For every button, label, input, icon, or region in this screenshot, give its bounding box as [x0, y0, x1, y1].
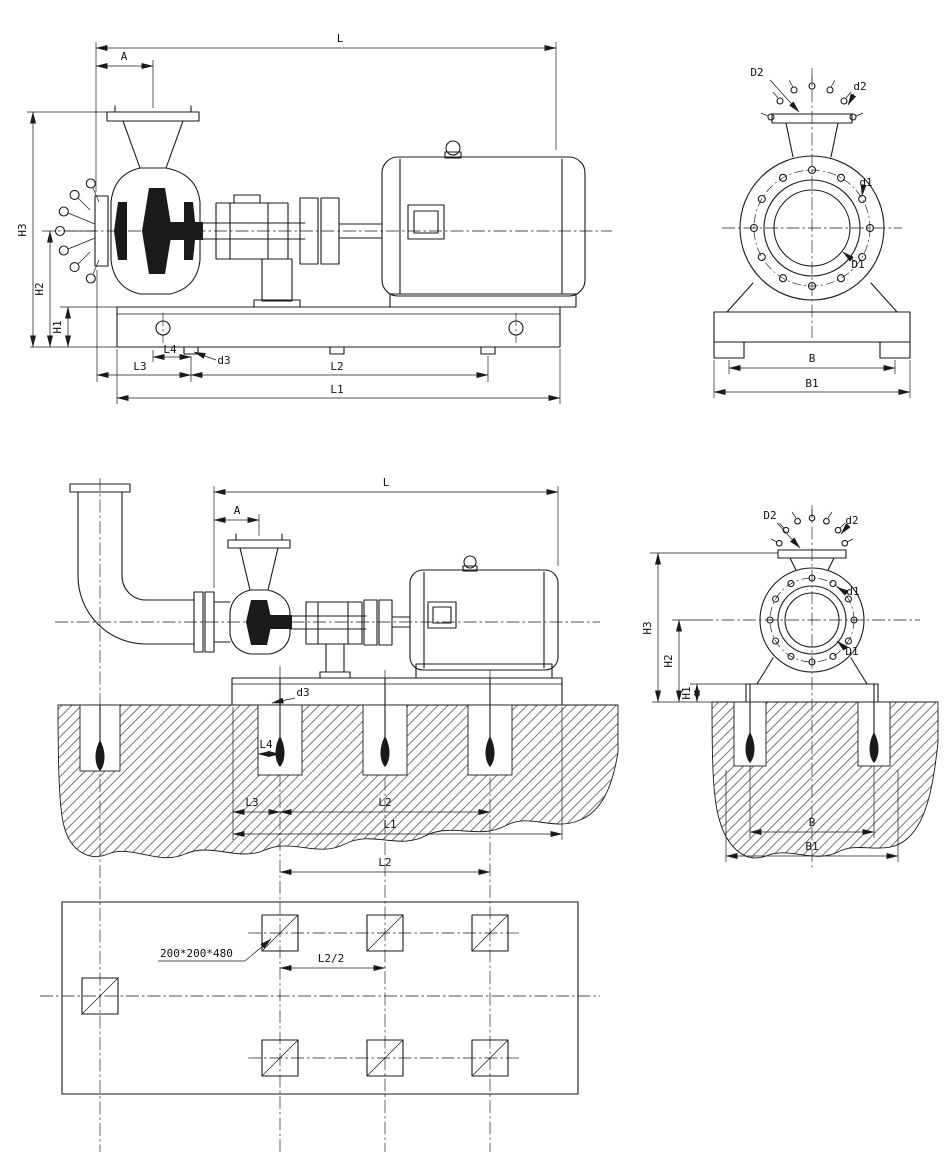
- suction-bore: [784, 592, 840, 648]
- dimensions-installation-side: L A d3 L4 L3 L2 L1: [213, 476, 563, 840]
- dimensions-plan: L2 L2/2 200*200*480: [158, 856, 491, 971]
- dim-label-L2: L2: [330, 360, 343, 373]
- anchor-lug: [480, 346, 496, 355]
- dim-label-L3: L3: [133, 360, 146, 373]
- dim-label-L2: L2: [378, 796, 391, 809]
- coupling-half: [363, 599, 378, 646]
- pocket-size-label: 200*200*480: [160, 947, 233, 960]
- motor-side: [381, 140, 586, 308]
- discharge-flange: [106, 111, 200, 122]
- foundation-end-section: [711, 683, 939, 859]
- view-foundation-plan: L2 L2/2 200*200*480: [40, 856, 600, 1095]
- bolt-pocket-plan: [81, 914, 509, 1077]
- view-pump-side-elevation: L A H1 H2 H3 L4 d3 L3 L2 L1: [16, 32, 612, 404]
- anchor-bolt: [485, 677, 495, 767]
- impeller-section: [142, 188, 172, 274]
- anchor-lug: [329, 346, 345, 355]
- suction-pipe-elbow: [69, 483, 215, 653]
- casing-outline: [739, 155, 885, 301]
- foundation-outline: [61, 901, 579, 1095]
- terminal-box: [427, 601, 457, 629]
- dim-label-L3: L3: [245, 796, 258, 809]
- dim-label-D1: D1: [845, 645, 858, 658]
- anchor-bolt: [95, 704, 105, 771]
- motor-side: [409, 555, 559, 679]
- casing-outline: [759, 567, 865, 673]
- dim-label-d1: d1: [846, 585, 859, 598]
- dim-label-B1: B1: [805, 840, 818, 853]
- dim-label-L: L: [383, 476, 390, 489]
- baseplate-side: [116, 306, 561, 355]
- dim-label-H2: H2: [662, 654, 675, 667]
- anchor-bolt: [380, 677, 390, 767]
- bolt-circle: [753, 169, 871, 287]
- dim-label-L4: L4: [163, 343, 177, 356]
- suction-bore: [773, 189, 851, 267]
- motor-body: [409, 569, 559, 671]
- lifting-eye: [463, 555, 477, 569]
- dim-label-H3: H3: [641, 621, 654, 634]
- dimensions-installation-end: H3 H2 H1 B B1: [641, 552, 899, 862]
- pipe-flange: [69, 483, 131, 493]
- discharge-flange: [777, 549, 847, 559]
- dim-label-d1: d1: [859, 176, 872, 189]
- dim-label-D2: D2: [750, 66, 763, 79]
- bolt-circle: [769, 577, 855, 663]
- motor-body: [381, 156, 586, 297]
- pump-side: [213, 533, 411, 679]
- view-pump-end-elevation: D2 d2 d1 D1 B B1: [713, 66, 911, 398]
- coupling-half: [299, 197, 319, 265]
- lifting-eye: [445, 140, 461, 156]
- coupling-half: [320, 197, 340, 265]
- dim-label-L2: L2: [378, 856, 391, 869]
- dim-label-d2: d2: [853, 80, 866, 93]
- discharge-flange: [771, 113, 853, 124]
- support-foot: [261, 258, 293, 302]
- dim-label-D1: D1: [851, 258, 864, 271]
- dim-label-L2-half: L2/2: [318, 952, 345, 965]
- volute-casing: [229, 589, 291, 655]
- dim-label-L1: L1: [330, 383, 343, 396]
- volute-casing: [110, 167, 201, 295]
- dim-label-A: A: [121, 50, 128, 63]
- flange-bolt-fan: [760, 76, 864, 121]
- anchor-bolt: [869, 683, 879, 763]
- suction-flange-bolts: [54, 178, 100, 284]
- dim-label-d3: d3: [217, 354, 230, 367]
- dim-label-B1: B1: [805, 377, 818, 390]
- dim-label-L4: L4: [259, 738, 273, 751]
- dim-label-H1: H1: [51, 320, 64, 333]
- dim-label-H2: H2: [33, 282, 46, 295]
- dim-label-d3: d3: [296, 686, 309, 699]
- dimensions-side-elevation: L A H1 H2 H3 L4 d3 L3 L2 L1: [16, 32, 561, 404]
- view-installation-end-section: D2 d2 d1 D1 H3 H2 H1 B: [641, 505, 939, 868]
- dim-label-d2: d2: [845, 514, 858, 527]
- pedestal-base: [713, 311, 911, 343]
- dim-label-H1: H1: [680, 686, 693, 699]
- foundation-side-section: [57, 677, 619, 859]
- dim-label-D2: D2: [763, 509, 776, 522]
- labels-end-section: D2 d2 d1 D1: [763, 509, 859, 658]
- dim-label-H3: H3: [16, 223, 29, 236]
- discharge-flange: [227, 539, 291, 549]
- dim-label-L: L: [337, 32, 344, 45]
- view-installation-side-section: L A d3 L4 L3 L2 L1: [55, 476, 619, 859]
- coupling-half: [378, 599, 393, 646]
- pump-side: [54, 105, 383, 308]
- dim-label-L1: L1: [383, 818, 396, 831]
- dim-label-B: B: [809, 352, 816, 365]
- dim-label-A: A: [234, 504, 241, 517]
- dim-label-B: B: [809, 816, 816, 829]
- anchor-bolt: [745, 683, 755, 763]
- terminal-box: [407, 204, 445, 240]
- dimensions-end-elevation: B B1: [713, 352, 911, 398]
- labels-end-elevation: D2 d2 d1 D1: [750, 66, 872, 271]
